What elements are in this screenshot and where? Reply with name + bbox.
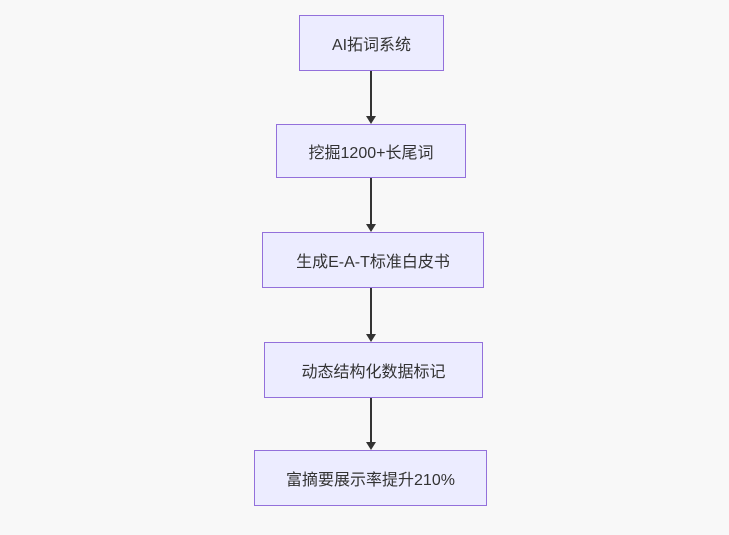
arrow-head-down-icon: [366, 224, 376, 232]
arrow-head-down-icon: [366, 334, 376, 342]
flow-arrow-1: [366, 71, 376, 124]
arrow-head-down-icon: [366, 116, 376, 124]
arrow-line: [370, 288, 372, 335]
arrow-line: [370, 71, 372, 117]
arrow-head-down-icon: [366, 442, 376, 450]
flow-node-ai-word-system: AI拓词系统: [299, 15, 444, 71]
flow-node-label: 动态结构化数据标记: [301, 364, 446, 381]
flow-node-label: 挖掘1200+长尾词: [308, 145, 434, 162]
flow-arrow-3: [366, 288, 376, 342]
flow-node-rich-snippet-result: 富摘要展示率提升210%: [254, 450, 487, 506]
flow-node-eat-whitepaper: 生成E-A-T标准白皮书: [262, 232, 484, 288]
arrow-line: [370, 178, 372, 225]
arrow-line: [370, 398, 372, 443]
flow-node-longtail-mining: 挖掘1200+长尾词: [276, 124, 466, 178]
flow-arrow-4: [366, 398, 376, 450]
flow-node-label: 生成E-A-T标准白皮书: [296, 254, 450, 271]
flow-node-label: 富摘要展示率提升210%: [286, 472, 455, 489]
flow-node-structured-data-markup: 动态结构化数据标记: [264, 342, 483, 398]
flow-node-label: AI拓词系统: [331, 37, 412, 54]
flow-arrow-2: [366, 178, 376, 232]
